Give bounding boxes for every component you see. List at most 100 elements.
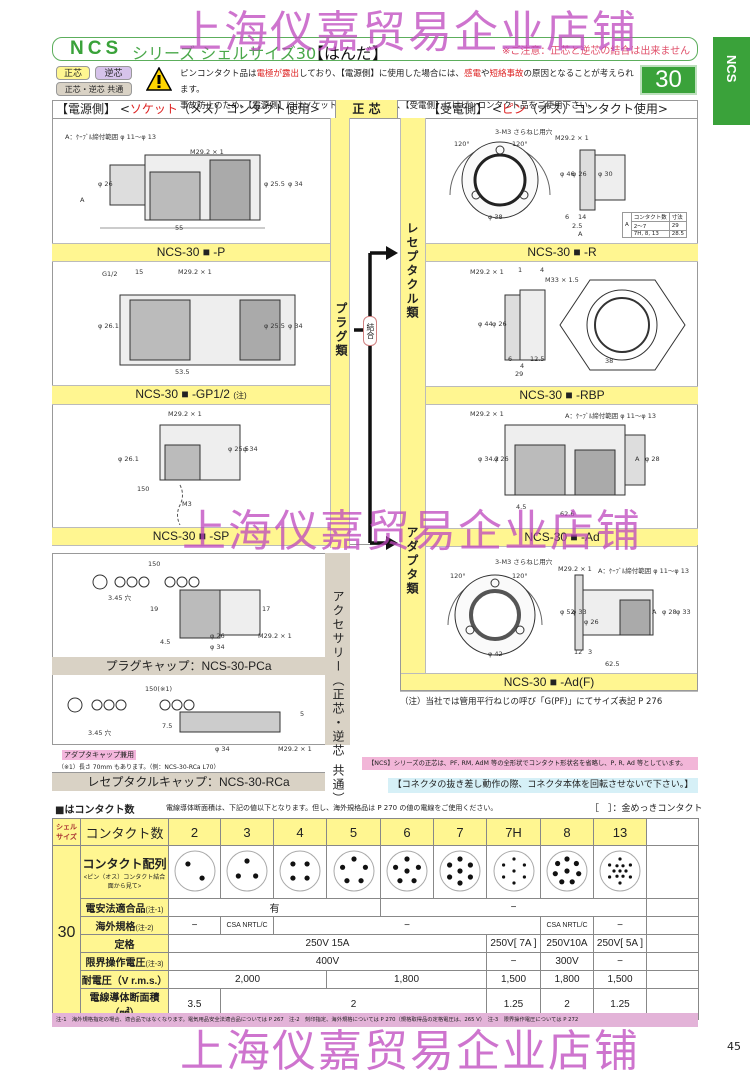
receptacle-group-strip xyxy=(400,118,426,690)
empty-cell xyxy=(646,970,699,989)
side-index-tab[interactable]: NCS xyxy=(713,37,750,125)
dim-label: φ 34 xyxy=(210,643,225,651)
table-row-rating: 定格 250V 15A 250V[ 7A ] 250V10A 250V[ 5A … xyxy=(53,934,699,953)
contact-pin xyxy=(624,868,628,873)
contact-pin xyxy=(618,880,622,885)
spec-table: シェルサイズ コンタクト数 2 3 4 5 6 7 7H 8 13 30 コンタ… xyxy=(52,818,699,1020)
contact-pin xyxy=(467,873,473,880)
dim-label: 120° xyxy=(454,140,470,148)
contact-pin xyxy=(304,874,310,881)
count-7: 7 xyxy=(433,818,487,846)
contact-count-header: コンタクト数 xyxy=(80,818,169,846)
contact-pin xyxy=(184,860,191,867)
contact-pin xyxy=(522,862,526,867)
contact-pin xyxy=(304,860,310,867)
arrangement-label: コンタクト配列<ピン（オス）コンタクト結合面から見て> xyxy=(80,845,169,899)
arrangement-8 xyxy=(540,845,594,899)
dim-label: 6 xyxy=(565,213,570,221)
dim-label: φ 30 xyxy=(598,170,613,178)
contact-pin xyxy=(411,877,417,883)
contact-pin xyxy=(357,877,364,883)
dim-label: φ 28 xyxy=(645,455,660,463)
contact-arrangement-icon xyxy=(493,850,534,891)
contact-pin xyxy=(447,861,453,868)
plug-sp-drawing xyxy=(159,424,241,525)
table-cell: − xyxy=(593,952,647,971)
dim-label: A xyxy=(80,196,85,204)
dim-label: φ 46 xyxy=(560,170,575,178)
dim-label: A：ｹｰﾌﾞﾙ締付範囲 φ 11～φ 13 xyxy=(65,133,157,141)
table-cell: − xyxy=(168,916,221,935)
table-cell: − xyxy=(380,898,647,917)
plug-group-strip xyxy=(330,118,350,548)
dim-label: 4 xyxy=(540,266,545,274)
caption-ncs-30-sp: NCS-30 ■ -SP xyxy=(52,527,330,546)
table-cell: 1,800 xyxy=(540,970,594,989)
arrangement-2 xyxy=(168,845,221,899)
contact-pin xyxy=(290,874,296,881)
dim-label: A xyxy=(578,230,583,238)
table-cell: 250V 15A xyxy=(168,934,487,953)
mating-label: 結合 xyxy=(363,316,377,346)
dim-label: φ 34 xyxy=(215,745,230,753)
dim-label: 53.5 xyxy=(175,368,190,376)
row-label: 耐電圧（V r.m.s.） xyxy=(80,970,169,989)
dim-label: A xyxy=(635,455,640,463)
contact-pin xyxy=(457,855,463,862)
dim-label: M29.2 × 1 xyxy=(558,565,592,573)
badge-reverse: 逆芯 xyxy=(95,66,132,80)
dim-label: φ 42 xyxy=(488,650,503,658)
empty-cell xyxy=(646,952,699,971)
shell-size-value: 30 xyxy=(52,845,81,1020)
table-cell: 有 xyxy=(168,898,381,917)
wire-note: 電線導体断面積は、下記の値以下となります。但し、海外規格品は P 270 の値の… xyxy=(166,804,498,812)
arrangement-7h xyxy=(486,845,541,899)
contact-pin xyxy=(415,864,422,870)
empty-cell xyxy=(646,898,699,917)
contact-pin xyxy=(457,867,463,874)
contact-pin xyxy=(339,864,345,870)
dim-label: φ 25.5 xyxy=(264,322,285,330)
contact-pin xyxy=(612,868,616,873)
contact-pin xyxy=(392,864,399,870)
contact-pin xyxy=(467,861,473,868)
contact-pin xyxy=(362,864,368,870)
dim-label: φ 33 xyxy=(676,608,691,616)
table-cell: 300V xyxy=(540,952,594,971)
rotation-warning: 【コネクタの抜き差し動作の際、コネクタ本体を回転させないで下さい。】 xyxy=(388,778,698,793)
watermark-bottom: 上海仪嘉贸易企业店铺 xyxy=(180,1026,640,1077)
dim-label: φ 34 xyxy=(243,445,258,453)
receptacle-group-label: レセプタクル類 xyxy=(405,222,419,320)
dim-label: M29.2 × 1 xyxy=(470,410,504,418)
contact-arrangement-icon xyxy=(279,850,321,891)
arrangement-4 xyxy=(273,845,327,899)
dim-label: φ 28 xyxy=(662,608,677,616)
dim-label: M3 xyxy=(182,500,192,508)
caption-ncs-30-rbp: NCS-30 ■ -RBP xyxy=(426,386,698,405)
contact-arrangement-icon xyxy=(546,850,588,891)
warning-icon xyxy=(146,67,172,91)
accessory-strip xyxy=(325,553,350,745)
dim-label: 120° xyxy=(450,572,466,580)
dim-label: 29 xyxy=(515,370,524,378)
table-row-header: シェルサイズ コンタクト数 2 3 4 5 6 7 7H 8 13 xyxy=(52,818,699,846)
dim-label: 6 xyxy=(508,355,513,363)
plug-p-drawing xyxy=(100,154,265,229)
table-cell: 250V[ 7A ] xyxy=(486,934,541,953)
contact-arrangement-icon xyxy=(439,850,481,891)
mating-notice: ※ご注意：正芯と逆芯の結合は出来ません xyxy=(502,46,691,57)
empty-cell xyxy=(646,845,699,899)
dim-label: φ 25.5 xyxy=(264,180,285,188)
row-label: 海外規格(注-2) xyxy=(80,916,169,935)
contact-arrangement-icon xyxy=(599,850,641,891)
contact-pin xyxy=(628,874,632,879)
table-row-withstand: 耐電圧（V r.m.s.） 2,000 1,800 1,500 1,800 1,… xyxy=(53,970,699,989)
dim-label: M29.2 × 1 xyxy=(178,268,212,276)
shell-size-box: 30 xyxy=(640,65,697,95)
contact-pin xyxy=(404,867,410,874)
row-label: 限界操作電圧(注-3) xyxy=(80,952,169,971)
count-3: 3 xyxy=(220,818,274,846)
center-column-header: 正 芯 xyxy=(335,100,398,118)
contact-pin xyxy=(447,873,453,880)
